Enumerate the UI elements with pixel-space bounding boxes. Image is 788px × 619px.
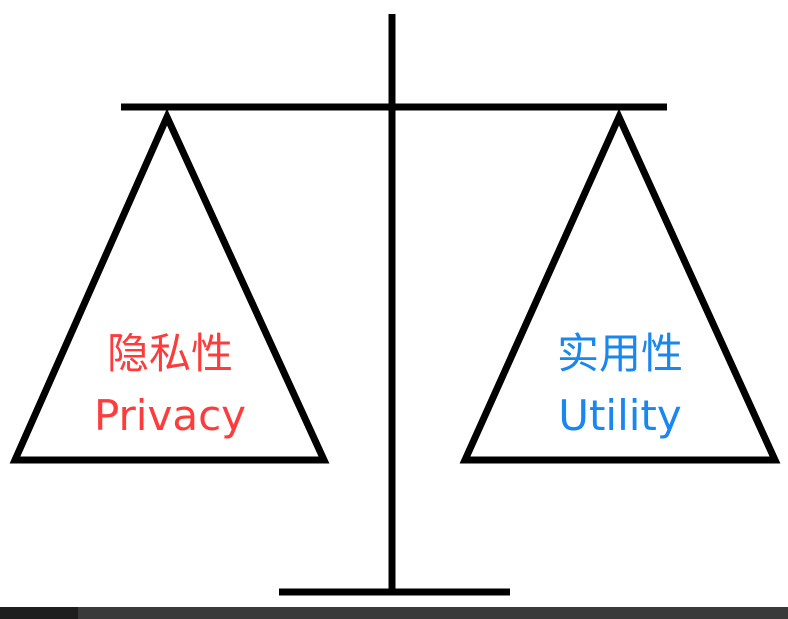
bottom-edge-strip-segment	[0, 607, 78, 619]
left-pan-label-en: Privacy	[94, 391, 246, 440]
bottom-edge-strip	[0, 607, 788, 619]
left-pan-triangle	[9, 108, 330, 464]
right-pan-label-zh: 实用性	[557, 329, 683, 378]
right-pan-label-en: Utility	[558, 391, 682, 440]
right-pan-triangle	[459, 108, 781, 464]
left-pan-label-zh: 隐私性	[107, 329, 233, 378]
